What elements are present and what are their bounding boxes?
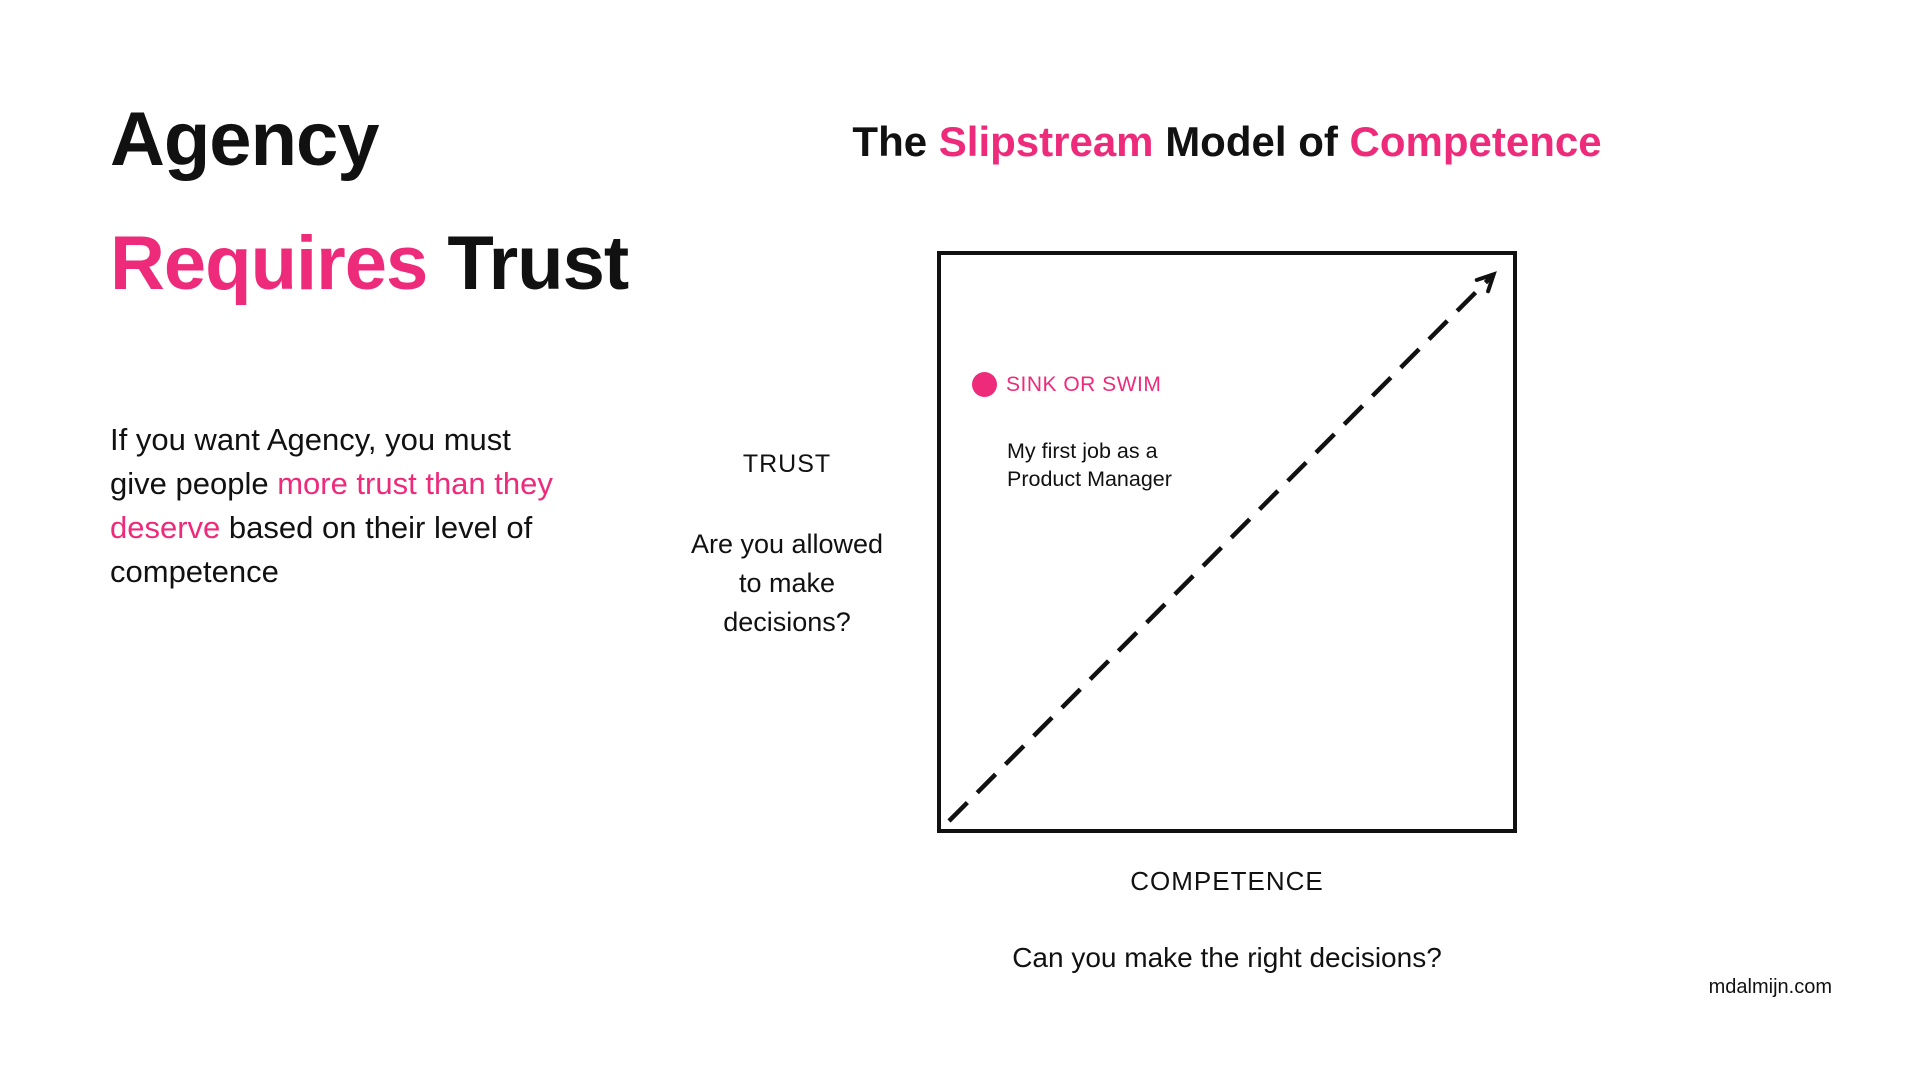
point-description-line1: My first job as a	[1007, 439, 1158, 463]
x-axis-question: Can you make the right decisions?	[1012, 942, 1442, 973]
hero-title-line1: Agency	[110, 100, 628, 180]
y-axis-question: Are you allowed to make decisions?	[690, 529, 884, 638]
hero-title-word-trust: Trust	[427, 220, 629, 306]
hero-title-line2: Requires Trust	[110, 220, 629, 306]
diagonal-arrow-icon	[947, 271, 1497, 823]
diagram-title: The Slipstream Model of Competence	[737, 118, 1717, 166]
hero-body-part1: If you want Agency, you must give people	[110, 422, 511, 502]
hero-body-accent: more trust than they deserve	[110, 466, 553, 546]
hero-heading: Agency Requires Trust	[110, 100, 629, 306]
diagram-title-part2: Model of	[1153, 118, 1350, 165]
hero-title-word-agency: Agency	[110, 97, 380, 182]
diagram-title-accent1: Slipstream	[938, 118, 1154, 165]
point-description-line2: Product Manager	[1007, 466, 1172, 491]
sink-or-swim-label: SINK OR SWIM	[1006, 372, 1162, 396]
pink-dot-icon	[972, 372, 997, 397]
credit-text: mdalmijn.com	[1708, 976, 1832, 998]
diagram-title-accent2: Competence	[1349, 118, 1602, 165]
diagram-title-part1: The	[852, 118, 939, 165]
hero-title-word-requires: Requires	[110, 220, 428, 306]
plot-box	[937, 251, 1517, 833]
point-description: My first job as a Product Manager	[1007, 438, 1237, 493]
sink-or-swim-point: SINK OR SWIM	[972, 372, 1161, 397]
x-axis-label: COMPETENCE	[1130, 866, 1324, 896]
hero-body-text: If you want Agency, you must give people…	[110, 418, 562, 594]
y-axis-label: TRUST	[742, 450, 832, 478]
hero-body-part2: based on their level of competence	[110, 510, 533, 590]
